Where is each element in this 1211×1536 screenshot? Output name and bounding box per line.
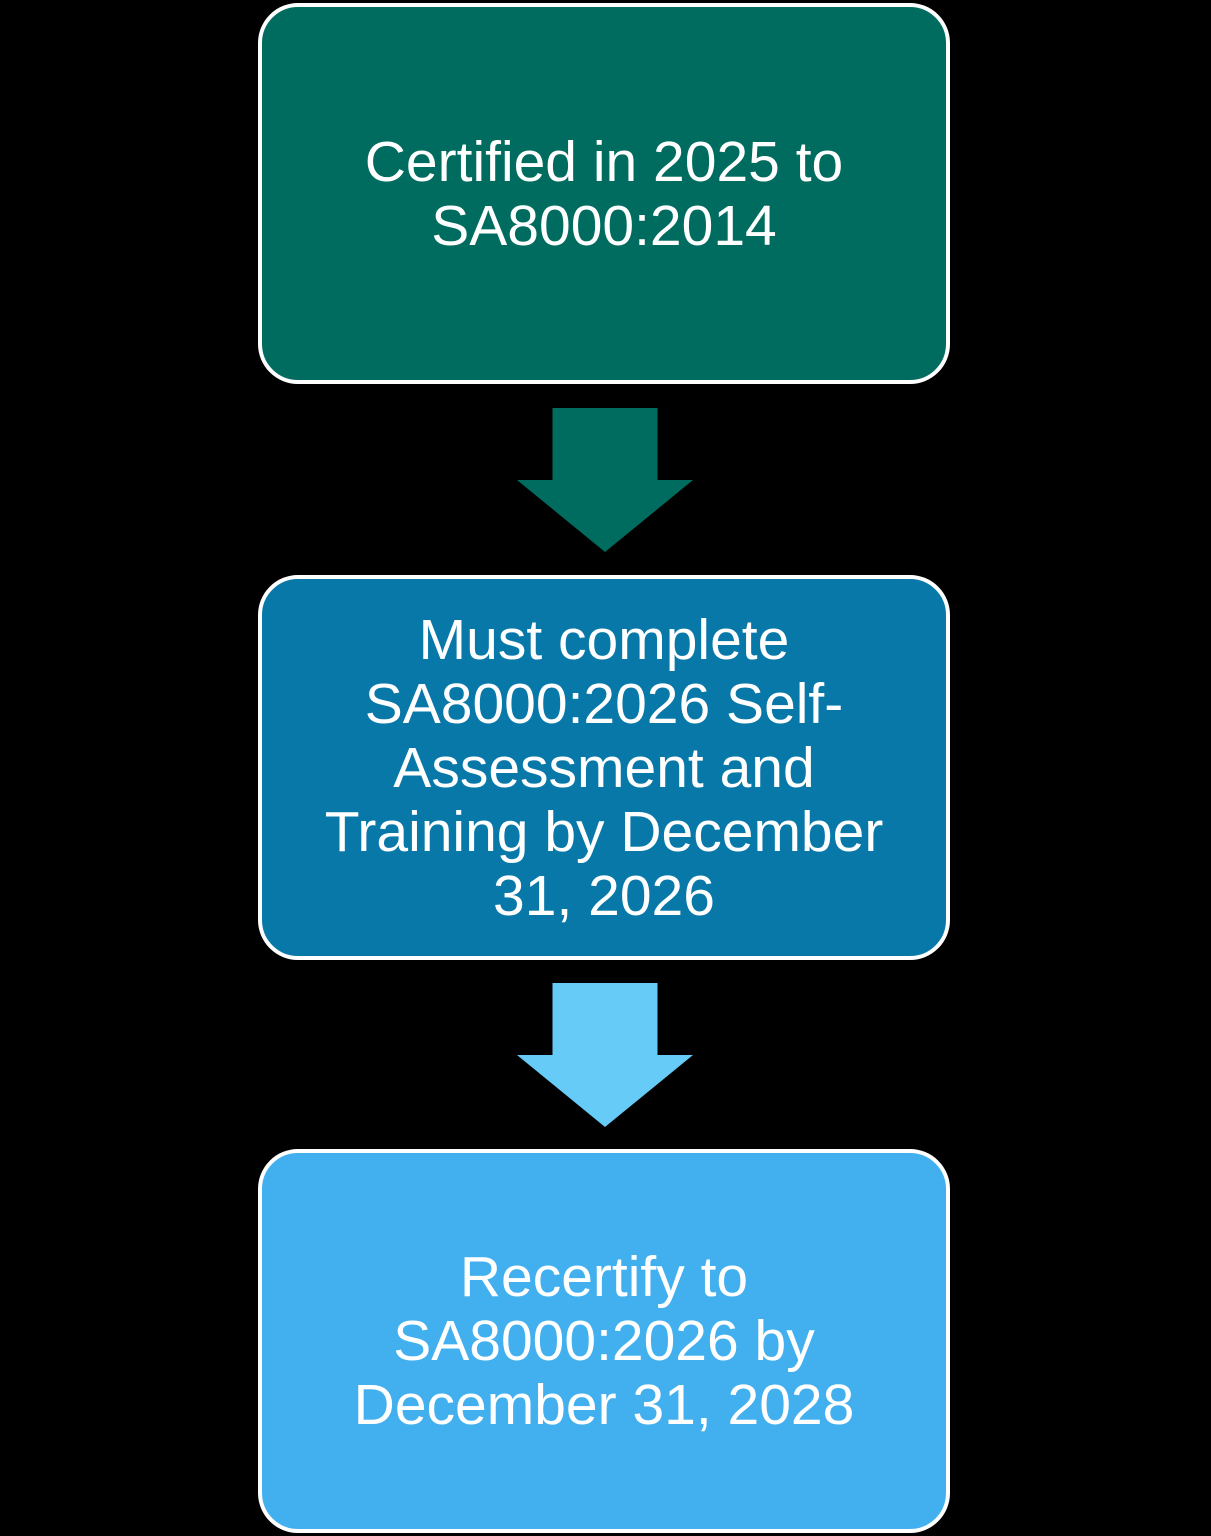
flow-step-recertify: Recertify to SA8000:2026 by December 31,…: [258, 1149, 950, 1533]
flow-step-certified-2025: Certified in 2025 to SA8000:2014: [258, 3, 950, 384]
down-arrow-shape: [517, 408, 693, 552]
flow-step-self-assessment: Must complete SA8000:2026 Self- Assessme…: [258, 575, 950, 960]
down-arrow-icon: [517, 983, 693, 1127]
down-arrow-icon: [517, 408, 693, 552]
flow-step-recertify-text: Recertify to SA8000:2026 by December 31,…: [353, 1245, 855, 1437]
flow-step-certified-2025-text: Certified in 2025 to SA8000:2014: [364, 129, 844, 258]
down-arrow-shape: [517, 983, 693, 1127]
flow-step-self-assessment-text: Must complete SA8000:2026 Self- Assessme…: [324, 607, 884, 928]
